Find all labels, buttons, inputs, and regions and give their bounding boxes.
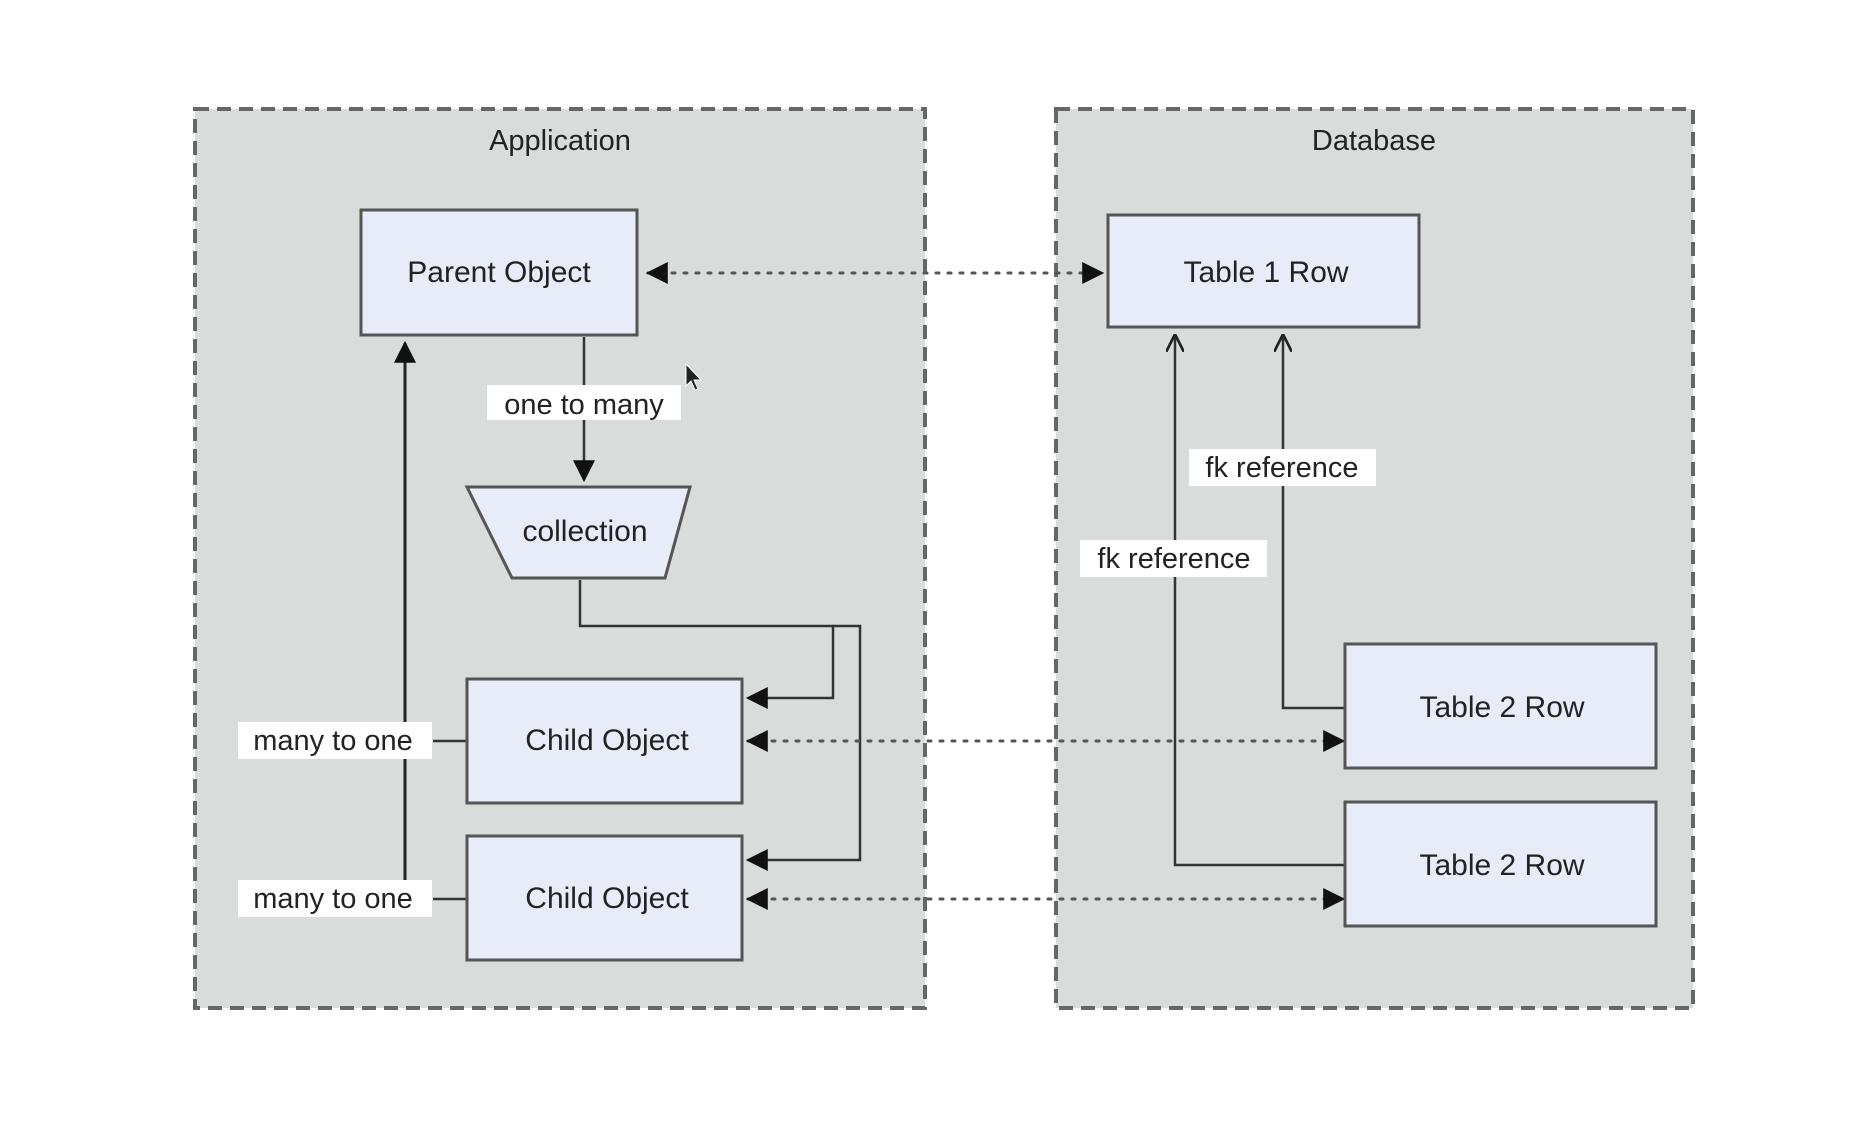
many-to-one-text-1: many to one: [253, 725, 413, 757]
table2-row-node-1[interactable]: Table 2 Row: [1343, 642, 1658, 770]
child-object-node-1[interactable]: Child Object: [465, 677, 744, 805]
many-to-one-label-2: many to one: [238, 880, 432, 917]
many-to-one-text-2: many to one: [253, 883, 413, 915]
database-title: Database: [1312, 125, 1436, 157]
table2-row-label-2: Table 2 Row: [1419, 849, 1584, 882]
child-object-node-2[interactable]: Child Object: [465, 834, 744, 962]
table2-row-node-2[interactable]: Table 2 Row: [1343, 800, 1658, 928]
table2-row-label-1: Table 2 Row: [1419, 691, 1584, 724]
collection-node[interactable]: collection: [464, 485, 692, 580]
fk-reference-text-1: fk reference: [1205, 452, 1358, 484]
fk-reference-label-2: fk reference: [1080, 540, 1267, 577]
one-to-many-label: one to many: [487, 385, 681, 421]
mouse-cursor-icon: [685, 362, 703, 391]
fk-reference-2-connector: [1175, 336, 1347, 867]
table1-row-node[interactable]: Table 1 Row: [1106, 213, 1421, 329]
table1-row-label: Table 1 Row: [1183, 256, 1348, 289]
fk-reference-label-1: fk reference: [1189, 449, 1376, 486]
many-to-one-label-1: many to one: [238, 722, 432, 759]
child-object-label-2: Child Object: [525, 882, 689, 915]
parent-object-node[interactable]: Parent Object: [359, 208, 639, 337]
child-object-label-1: Child Object: [525, 724, 689, 757]
one-to-many-text: one to many: [504, 389, 664, 421]
fk-reference-text-2: fk reference: [1097, 543, 1250, 575]
application-title: Application: [489, 125, 631, 157]
parent-object-label: Parent Object: [407, 256, 591, 289]
collection-label: collection: [522, 515, 647, 548]
